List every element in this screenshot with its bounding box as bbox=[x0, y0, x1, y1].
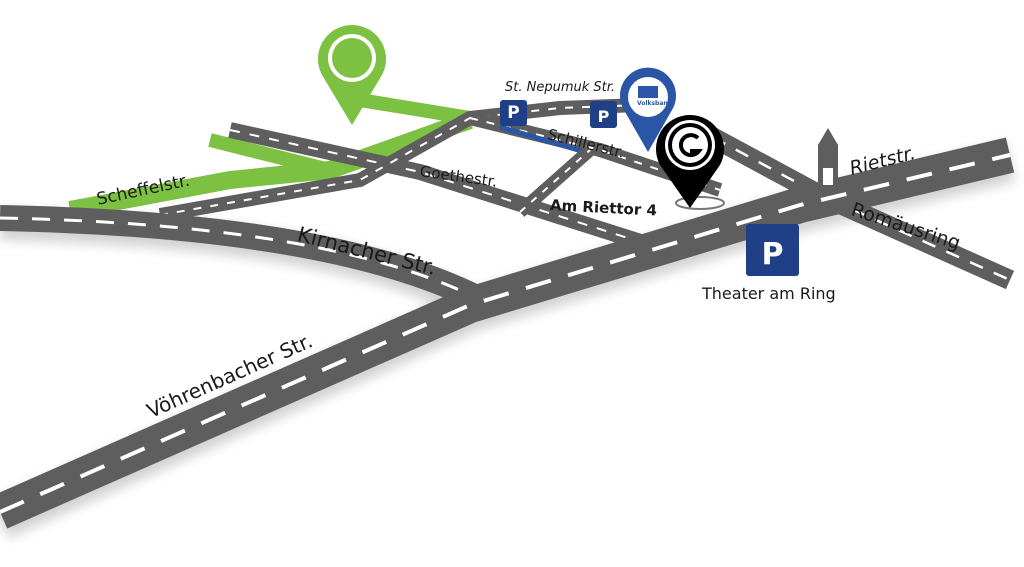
green-parking-letter: P bbox=[345, 42, 367, 77]
green-road-link bbox=[208, 133, 332, 177]
bank-street-highlight bbox=[499, 124, 586, 155]
parking-lot-nepomuk[interactable]: P bbox=[500, 100, 527, 126]
street-label-nepomuk: St. Nepumuk Str. bbox=[505, 80, 616, 95]
parking-pin-icon[interactable] bbox=[318, 24, 386, 125]
parking-letter: P bbox=[761, 236, 784, 272]
tower-gate-icon bbox=[818, 128, 838, 185]
destination-pin-icon[interactable] bbox=[656, 114, 724, 208]
parking-letter: P bbox=[507, 103, 520, 123]
theater-parking-label: Theater am Ring bbox=[702, 284, 836, 303]
green-road-upper bbox=[358, 93, 472, 125]
company-logo-g-icon bbox=[678, 133, 703, 158]
parking-letter: P bbox=[597, 107, 610, 126]
parking-garage-nepomuk[interactable]: P bbox=[590, 101, 617, 128]
green-road-scheffel bbox=[68, 111, 474, 219]
volksbank-label: Volksbank bbox=[637, 100, 672, 107]
parking-garage-theater[interactable]: P bbox=[746, 224, 799, 276]
volksbank-pin-icon[interactable] bbox=[620, 67, 677, 152]
